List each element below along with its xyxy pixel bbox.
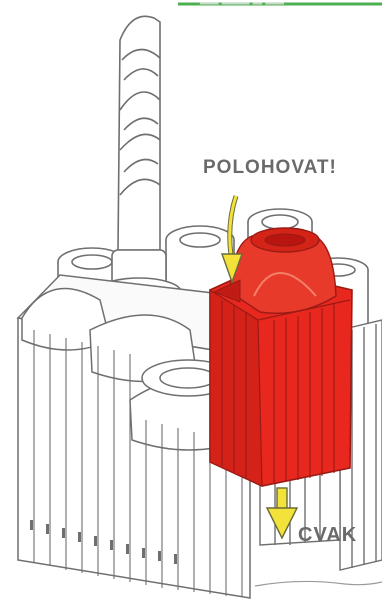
position-label: POLOHOVAT! — [203, 157, 337, 179]
top-banner: ▔▔ ▔▔▔ ▔ ▔▔ — [178, 3, 382, 17]
svg-text:▔▔ ▔▔▔ ▔ ▔▔: ▔▔ ▔▔▔ ▔ ▔▔ — [199, 3, 285, 17]
click-label: CVAK — [298, 524, 357, 547]
base-line — [255, 581, 382, 586]
